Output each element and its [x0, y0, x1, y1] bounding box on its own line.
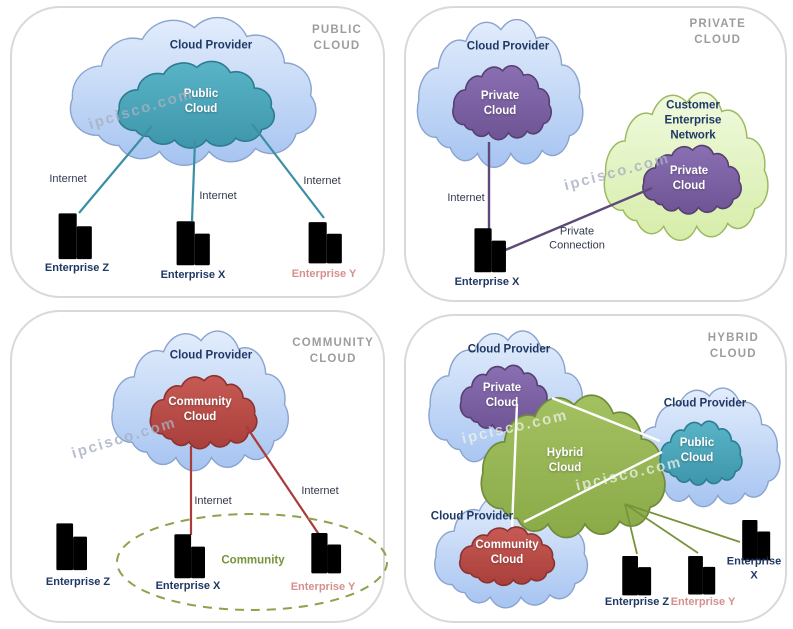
private-connection-label: Private Connection: [549, 225, 605, 252]
community-cloud-label: Community Cloud: [168, 396, 232, 423]
private-panel-title: PRIVATE CLOUD: [689, 18, 746, 47]
building-enterprise-x-public: [174, 219, 212, 267]
building-enterprise-z-hybrid: [620, 554, 653, 597]
customer-private-cloud-label: Private Cloud: [669, 165, 709, 192]
community-provider-label: Cloud Provider: [169, 349, 253, 362]
hybrid-cloud-label: Hybrid Cloud: [546, 447, 584, 474]
hybrid-public-cloud-label: Public Cloud: [679, 437, 715, 464]
public-enterprise-x-label: Enterprise X: [160, 268, 226, 281]
public-panel-title: PUBLIC CLOUD: [311, 24, 362, 53]
private-internet-label: Internet: [447, 191, 485, 204]
building-enterprise-z-community: [54, 521, 89, 572]
public-internet-label-left: Internet: [49, 172, 87, 185]
building-enterprise-y-community: [309, 531, 343, 575]
community-enterprise-x-label: Enterprise X: [155, 579, 221, 592]
private-cloud-label: Private Cloud: [480, 90, 520, 117]
hybrid-panel-title: HYBRID CLOUD: [707, 332, 759, 361]
hybrid-provider-label-topleft: Cloud Provider: [467, 343, 551, 356]
building-enterprise-y-public: [306, 220, 344, 265]
public-enterprise-z-label: Enterprise Z: [44, 261, 110, 274]
community-enterprise-y-label: Enterprise Y: [290, 580, 356, 593]
building-enterprise-x-community: [172, 532, 207, 580]
hybrid-provider-label-right: Cloud Provider: [663, 397, 747, 410]
hybrid-enterprise-x-label: Enterprise X: [726, 555, 782, 582]
building-enterprise-y-hybrid: [686, 554, 717, 596]
hybrid-provider-label-bottomleft: Cloud Provider: [430, 510, 514, 523]
building-enterprise-z-public: [56, 211, 94, 261]
hybrid-enterprise-y-label: Enterprise Y: [670, 595, 736, 608]
public-internet-label-mid: Internet: [199, 189, 237, 202]
hybrid-community-cloud-label: Community Cloud: [475, 539, 539, 566]
hybrid-private-cloud-label: Private Cloud: [482, 382, 522, 409]
community-group-label: Community: [221, 554, 285, 567]
private-enterprise-x-label: Enterprise X: [454, 275, 520, 288]
public-internet-label-right: Internet: [303, 174, 341, 187]
customer-enterprise-network-label: Customer Enterprise Network: [664, 99, 722, 142]
private-provider-label: Cloud Provider: [466, 40, 550, 53]
community-internet-label-right: Internet: [301, 484, 339, 497]
community-enterprise-z-label: Enterprise Z: [45, 575, 111, 588]
hybrid-enterprise-z-label: Enterprise Z: [604, 595, 670, 608]
community-panel-title: COMMUNITY CLOUD: [292, 337, 374, 366]
building-enterprise-x-private: [472, 226, 508, 274]
public-cloud-label: Public Cloud: [183, 88, 219, 115]
public-provider-label: Cloud Provider: [169, 39, 253, 52]
public-enterprise-y-label: Enterprise Y: [291, 267, 357, 280]
community-internet-label-mid: Internet: [194, 494, 232, 507]
